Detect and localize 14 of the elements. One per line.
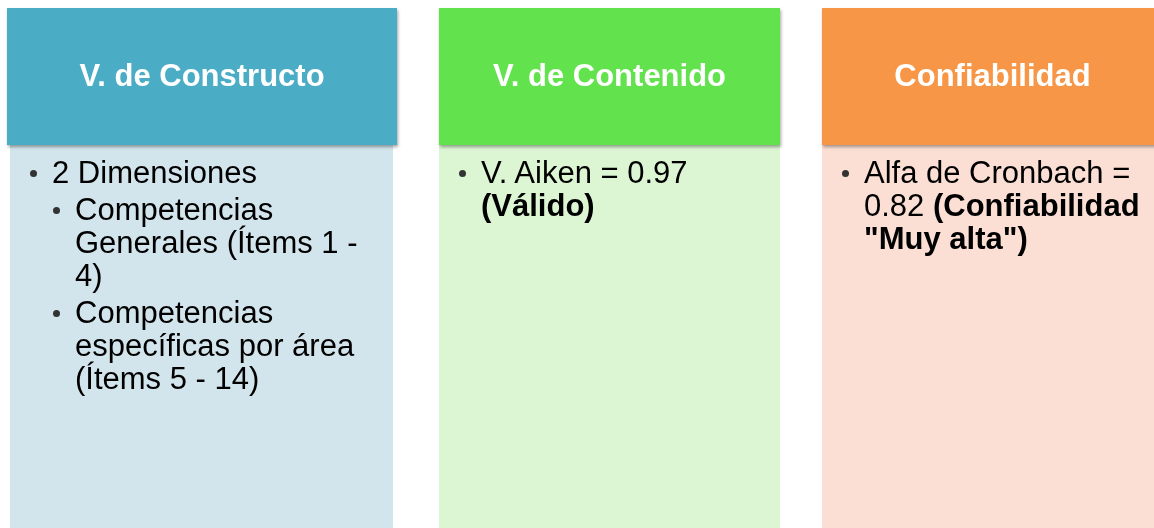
content-panel xyxy=(822,142,1154,528)
header-title: V. de Constructo xyxy=(78,57,326,96)
header-title: Confiabilidad xyxy=(893,57,1092,96)
content-panel xyxy=(10,142,393,528)
bullet-text: V. Aiken = 0.97 (Válido) xyxy=(481,155,688,223)
bullet-text: Alfa de Cronbach = 0.82 (Confiabilidad "Muy alta") xyxy=(864,155,1140,256)
bullet-text: Competencias específicas por área (Ítems 5 - 14) xyxy=(75,295,355,396)
header-box xyxy=(439,8,780,145)
bullet-text: Competencias Generales (Ítems 1 - 4) xyxy=(75,192,358,293)
content-panel xyxy=(439,142,780,528)
header-title: V. de Contenido xyxy=(491,57,728,96)
header-box xyxy=(7,8,397,145)
bullet-text: 2 Dimensiones xyxy=(52,155,258,190)
header-box xyxy=(822,8,1154,145)
